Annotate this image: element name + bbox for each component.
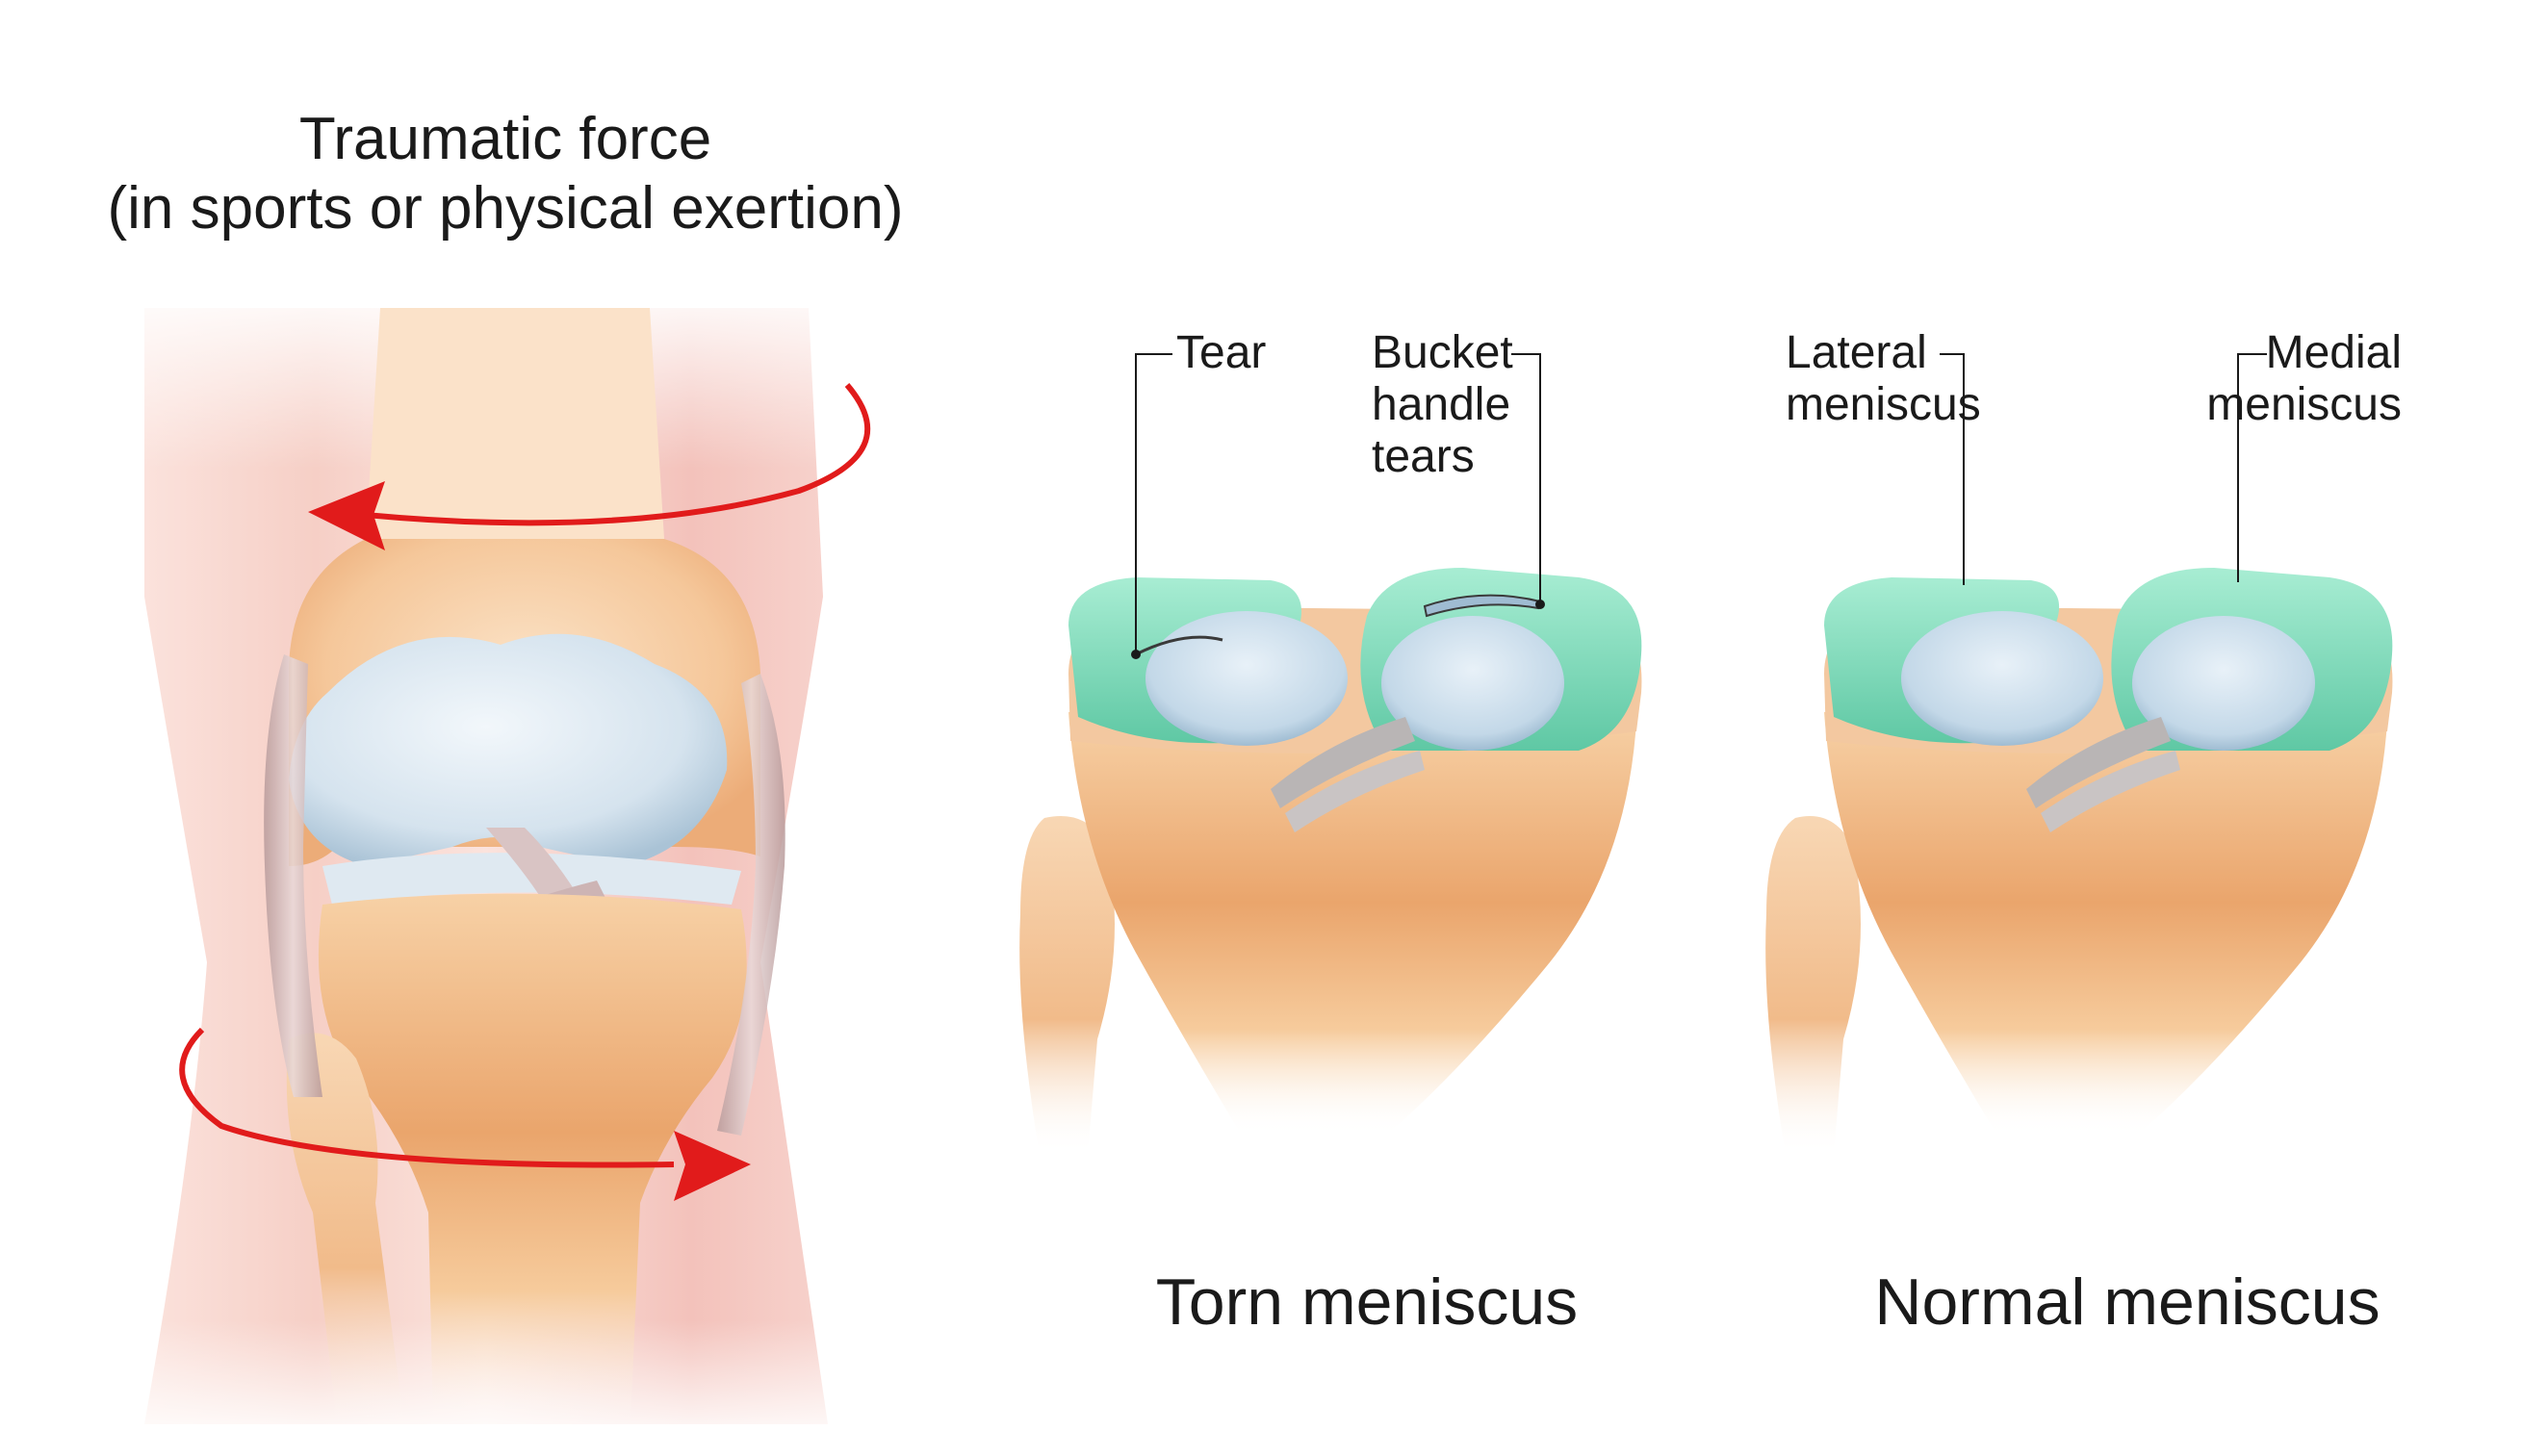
tibia: [318, 893, 747, 1424]
label-tear: Tear: [1176, 327, 1267, 378]
label-medial-1: Medial: [2265, 327, 2402, 378]
tibia-body-normal: [1824, 712, 2387, 1136]
cruciate-ligament: [486, 828, 578, 895]
arrowhead-left-icon: [308, 481, 385, 550]
label-lateral-1: Lateral: [1786, 327, 1927, 378]
normal-medial-cartilage: [2132, 616, 2315, 751]
fibula: [286, 1033, 404, 1424]
torn-meniscus-tibia: [1019, 353, 1642, 1155]
label-lateral-2: meniscus: [1786, 379, 1981, 430]
bucket-leader-line: [1511, 353, 1541, 604]
caption-torn-meniscus: Torn meniscus: [1155, 1265, 1579, 1339]
medial-collateral-ligament: [717, 674, 785, 1136]
femoral-cartilage: [289, 633, 728, 866]
tear-line: [1135, 635, 1223, 656]
femur-shaft: [366, 308, 664, 558]
caption-normal-meniscus: Normal meniscus: [1874, 1265, 2381, 1339]
knee-front-view: [135, 298, 871, 1434]
label-bucket-3: tears: [1372, 431, 1475, 482]
normal-meniscus-tibia: [1765, 353, 2393, 1155]
torn-lateral-cartilage: [1145, 611, 1348, 746]
medial-leader-line: [2237, 353, 2267, 582]
rotation-arrow-upper: [365, 383, 871, 526]
arrowhead-right-icon: [674, 1131, 751, 1201]
lateral-collateral-ligament: [264, 654, 322, 1097]
label-bucket-1: Bucket: [1372, 327, 1513, 378]
label-medial-2: meniscus: [2206, 379, 2402, 430]
torn-medial-cartilage: [1381, 616, 1564, 751]
tibia-body: [1068, 712, 1636, 1136]
tear-leader-line: [1135, 353, 1172, 654]
lateral-leader-line: [1940, 353, 1965, 585]
rotation-arrow-lower: [179, 1027, 675, 1168]
title-line-1: Traumatic force: [298, 106, 712, 172]
label-bucket-2: handle: [1372, 379, 1511, 430]
normal-lateral-cartilage: [1901, 611, 2103, 746]
title-line-2: (in sports or physical exertion): [107, 175, 904, 242]
